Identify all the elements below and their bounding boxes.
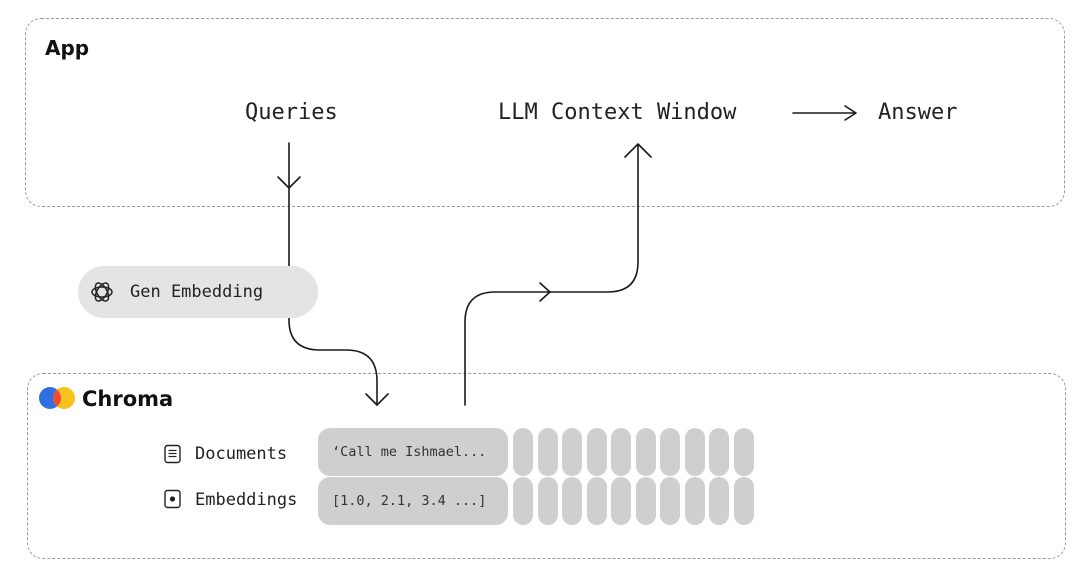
embedding-column-stub: [684, 477, 705, 525]
embedding-column-stub: [635, 477, 656, 525]
context-window-label: LLM Context Window: [498, 100, 737, 125]
embedding-icon: [164, 489, 181, 509]
chroma-logo: [39, 387, 75, 409]
app-container: [25, 18, 1065, 207]
embedding-column-stub: [537, 477, 558, 525]
query-path: [288, 142, 378, 406]
openai-icon: [91, 282, 113, 302]
document-column-stub: [684, 428, 705, 476]
app-title: App: [45, 36, 90, 60]
document-column-stub: [660, 428, 680, 476]
document-column-stub: [537, 428, 558, 476]
query-arrowhead-bottom: [365, 393, 389, 406]
document-column-stub: [733, 428, 754, 476]
embedding-column-stub: [733, 477, 754, 525]
answer-arrowhead: [844, 105, 857, 121]
document-column-stub: [611, 428, 631, 476]
embedding-column-stub: [586, 477, 607, 525]
embedding-column-stub: [611, 477, 631, 525]
queries-label: Queries: [245, 100, 338, 125]
gen-embedding-label: Gen Embedding: [130, 282, 264, 302]
document-column-stub: [586, 428, 607, 476]
document-sample-cell: ‘Call me Ishmael...: [318, 428, 508, 476]
embedding-column-stub: [709, 477, 729, 525]
embedding-column-stub: [660, 477, 680, 525]
documents-label: Documents: [195, 444, 288, 464]
document-column-stub: [513, 428, 533, 476]
result-arrowhead-top: [624, 143, 652, 158]
result-arrowhead-mid: [539, 282, 551, 302]
gen-embedding-step: [78, 266, 318, 318]
embedding-column-stub: [513, 477, 533, 525]
embedding-column-stub: [562, 477, 582, 525]
chroma-title: Chroma: [82, 387, 174, 411]
document-column-stub: [635, 428, 656, 476]
embedding-sample-cell: [1.0, 2.1, 3.4 ...]: [318, 477, 508, 525]
embeddings-label: Embeddings: [195, 490, 298, 510]
document-column-stub: [562, 428, 582, 476]
document-icon: [164, 444, 181, 464]
chroma-container: [27, 373, 1066, 559]
query-arrowhead-top: [277, 176, 301, 189]
document-column-stub: [709, 428, 729, 476]
answer-label: Answer: [878, 100, 958, 125]
result-path: [464, 144, 639, 406]
